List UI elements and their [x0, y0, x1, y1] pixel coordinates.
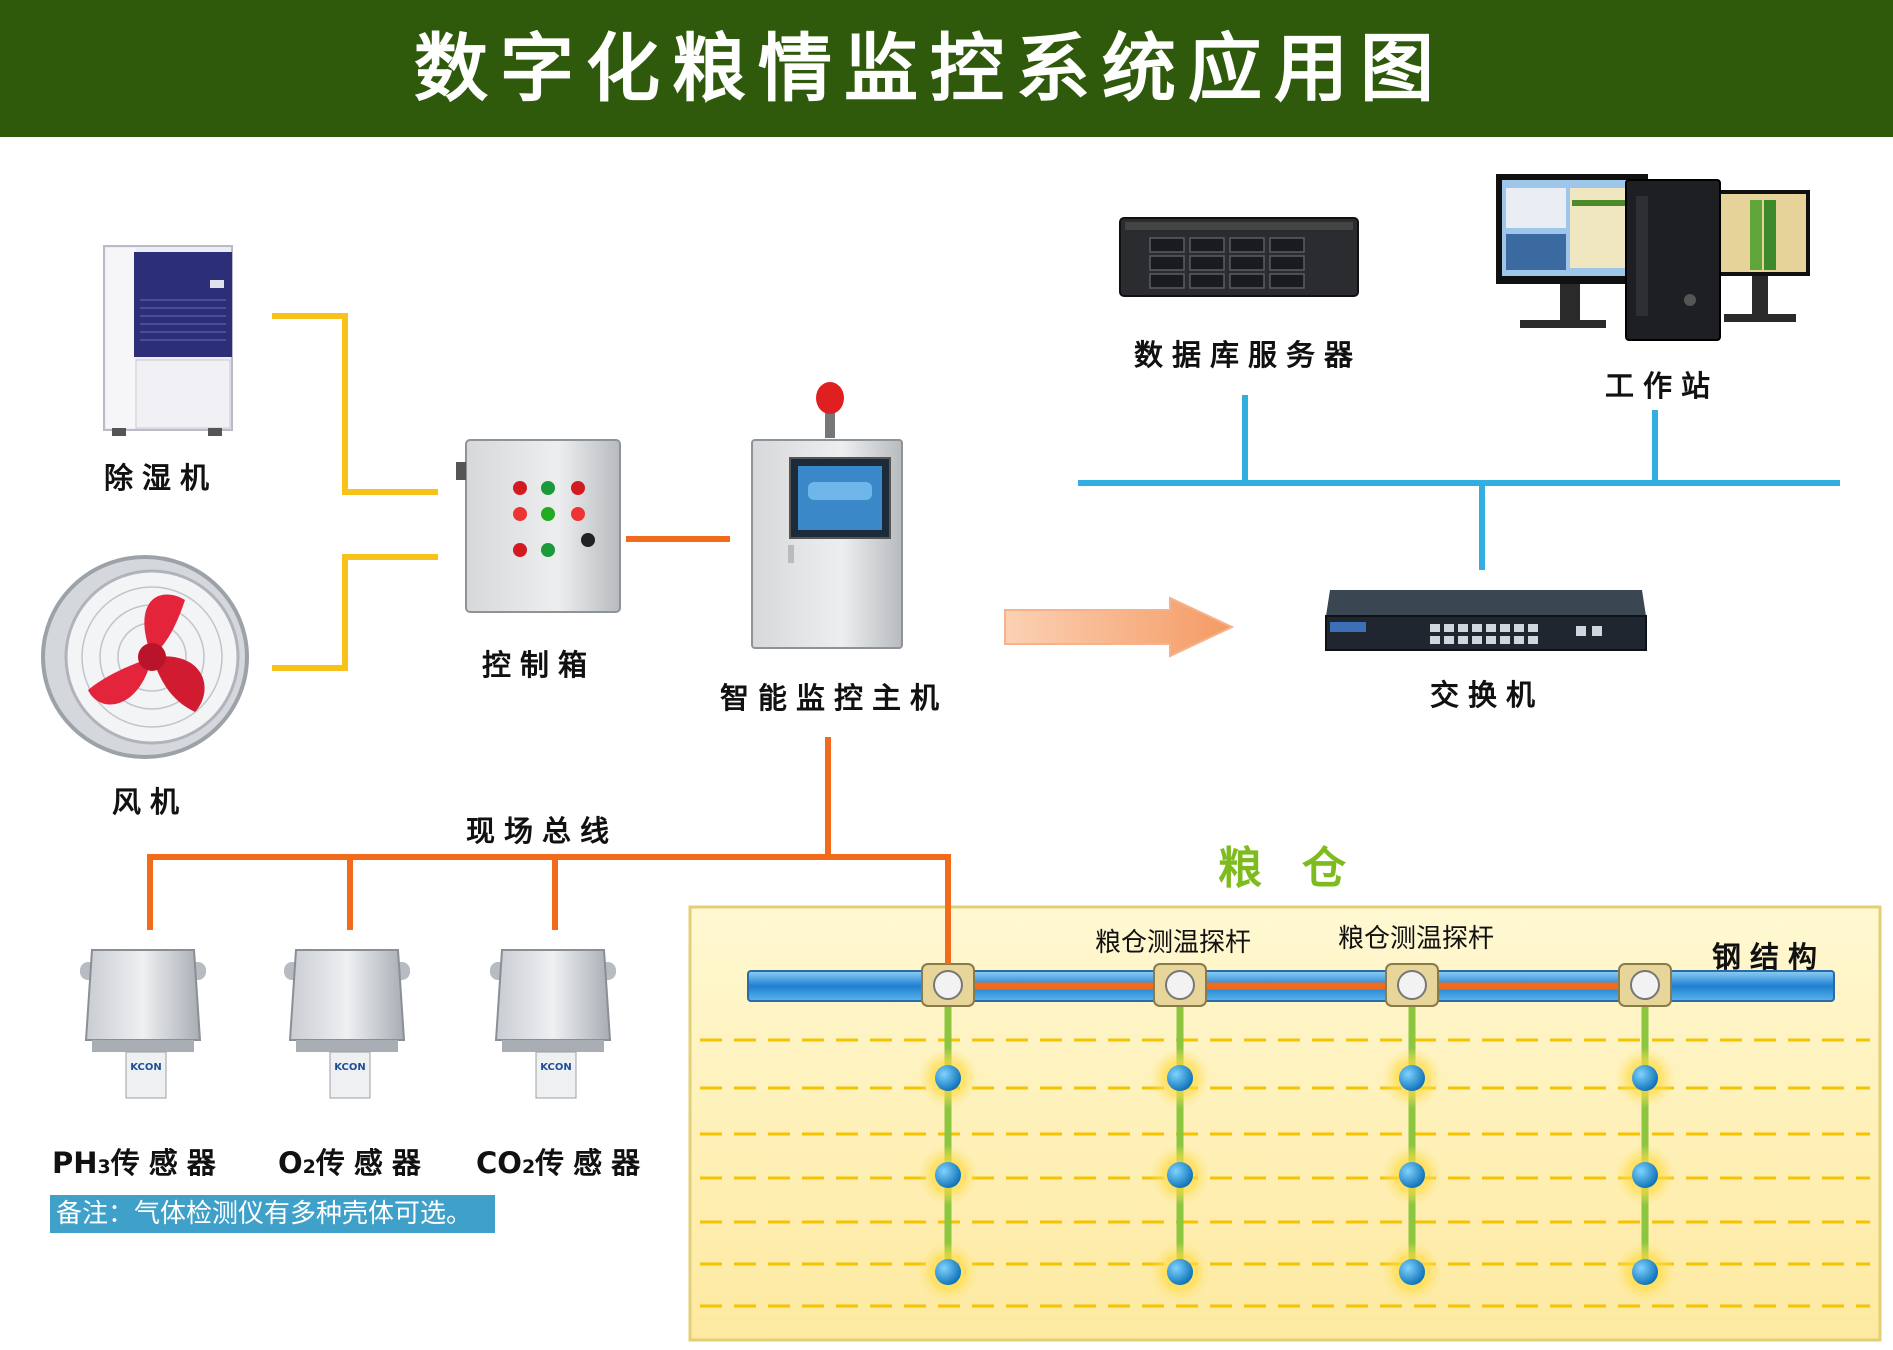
- arrow-right-icon: [1004, 596, 1235, 658]
- brand-text: KCON: [130, 1062, 162, 1073]
- steel-structure-label: 钢结构: [1712, 940, 1827, 974]
- db-server-label: 数据库服务器: [1134, 338, 1363, 372]
- fan-label: 风机: [112, 785, 189, 819]
- control-box-label: 控制箱: [482, 648, 597, 682]
- temperature-probe-2: [1150, 963, 1210, 1302]
- probe-head-icon: [921, 963, 975, 1007]
- field-bus-lines: [147, 536, 951, 964]
- monitoring-host-icon: [751, 382, 903, 649]
- probe-head-icon: [1618, 963, 1672, 1007]
- brand-text: KCON: [540, 1062, 572, 1073]
- switch-label: 交换机: [1430, 678, 1545, 712]
- note-box: 备注：气体检测仪有多种壳体可选。: [50, 1195, 495, 1233]
- database-server-icon: [1119, 217, 1359, 297]
- probe-head-icon: [1385, 963, 1439, 1007]
- network-lines: [1078, 395, 1840, 570]
- temperature-probe-1: [918, 963, 978, 1302]
- power-lines: [272, 313, 438, 671]
- dehumidifier-icon: [103, 245, 233, 436]
- o2-sensor-label: O2传感器: [278, 1146, 430, 1180]
- host-label: 智能监控主机: [720, 681, 949, 715]
- temperature-probe-3: [1382, 963, 1442, 1302]
- o2-sensor-icon: KCON: [284, 949, 410, 1099]
- field-bus-label: 现场总线: [466, 814, 619, 848]
- ph3-sensor-icon: KCON: [80, 949, 206, 1099]
- network-switch-icon: [1325, 590, 1647, 651]
- probe-label-2: 粮仓测温探杆: [1338, 924, 1495, 954]
- fan-icon: [41, 555, 249, 759]
- grain-layer-lines: [700, 1038, 1870, 1308]
- probe-label-1: 粮仓测温探杆: [1095, 928, 1252, 958]
- workstation-icon: [1496, 174, 1810, 341]
- temperature-probe-4: [1615, 963, 1675, 1302]
- page-title: 数字化粮情监控系统应用图: [414, 26, 1446, 112]
- co2-sensor-label: CO2传感器: [476, 1146, 650, 1180]
- title-bar: 数字化粮情监控系统应用图: [0, 0, 1893, 137]
- workstation-label: 工作站: [1605, 369, 1720, 403]
- ph3-sensor-label: PH3传感器: [52, 1146, 225, 1180]
- brand-text: KCON: [334, 1062, 366, 1073]
- granary-area: [688, 905, 1882, 1342]
- dehumidifier-label: 除湿机: [104, 461, 219, 495]
- control-box-icon: [456, 439, 621, 613]
- granary-label: 粮仓: [1218, 843, 1386, 894]
- probe-head-icon: [1153, 963, 1207, 1007]
- co2-sensor-icon: KCON: [490, 949, 616, 1099]
